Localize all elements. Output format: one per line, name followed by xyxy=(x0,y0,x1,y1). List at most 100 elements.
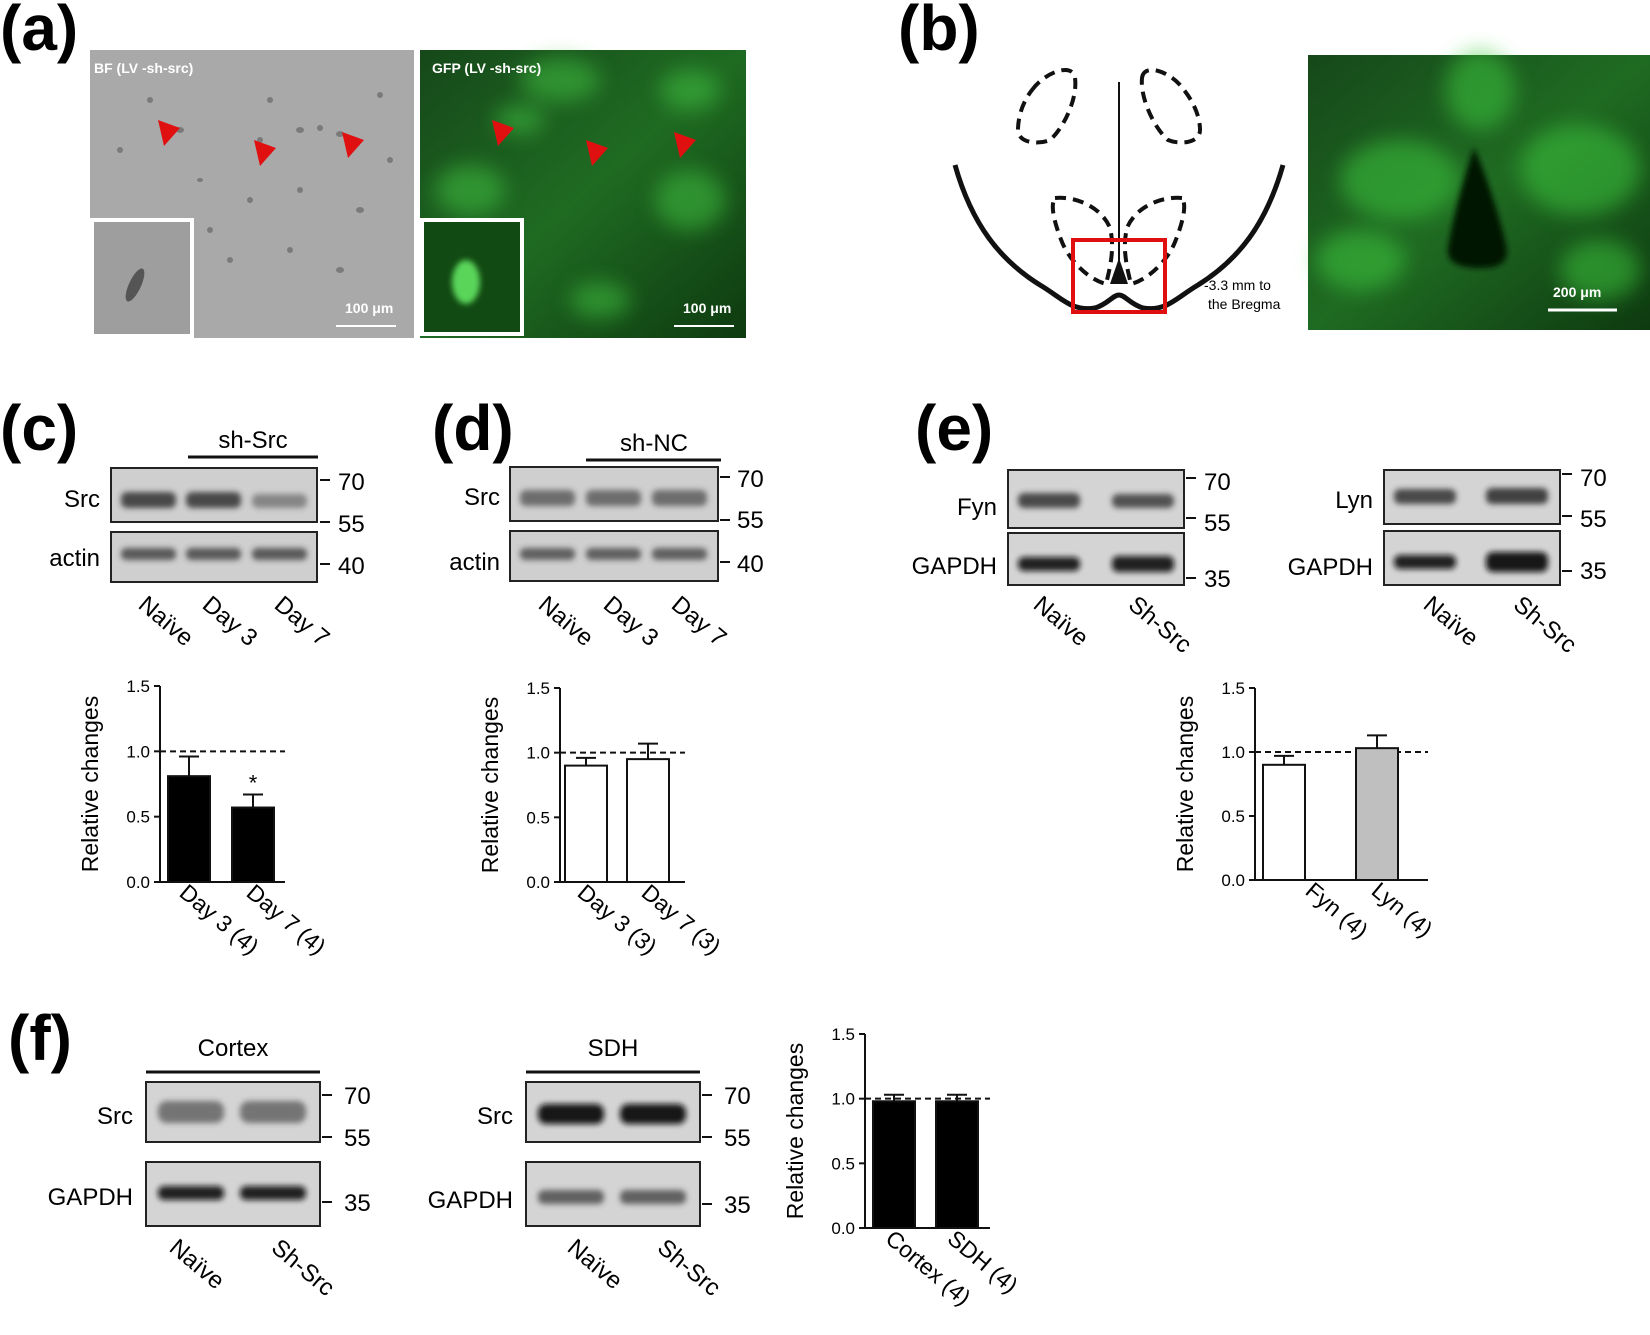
blot-e-left: Fyn GAPDH 70 55 35 Naïve Sh-Src xyxy=(912,469,1231,659)
y-tick-label: 0.5 xyxy=(126,808,150,827)
y-tick-label: 0.0 xyxy=(831,1219,855,1238)
mw-55: 55 xyxy=(1204,510,1231,537)
arrowhead-icon xyxy=(158,120,180,146)
header-sh-src: sh-Src xyxy=(218,427,287,454)
lane-naive: Naïve xyxy=(164,1234,229,1295)
mw-35: 35 xyxy=(724,1192,751,1219)
gfp-label: GFP (LV -sh-src) xyxy=(432,60,541,76)
brightfield-micrograph: BF (LV -sh-src) 100 μm xyxy=(90,50,414,338)
blot-e-right: Lyn GAPDH 70 55 35 Naïve Sh-Src xyxy=(1288,465,1607,659)
row-gapdh: GAPDH xyxy=(428,1187,513,1214)
mw-35: 35 xyxy=(1580,558,1607,585)
mw-70: 70 xyxy=(1204,469,1231,496)
panel-a-label: (a) xyxy=(0,0,78,64)
lane-naive: Naïve xyxy=(533,591,598,652)
panel-c-label: (c) xyxy=(0,392,78,464)
bar xyxy=(167,775,211,883)
mw-40: 40 xyxy=(737,551,764,578)
header-sdh: SDH xyxy=(588,1035,639,1062)
brain-section-schematic xyxy=(952,68,1286,314)
lane-naive: Naïve xyxy=(562,1234,627,1295)
y-axis-label: Relative changes xyxy=(782,1043,808,1219)
x-tick-label: Lyn (4) xyxy=(1367,877,1438,942)
row-lyn: Lyn xyxy=(1335,487,1373,514)
y-axis-label: Relative changes xyxy=(477,697,503,873)
y-tick-label: 0.0 xyxy=(526,873,550,892)
y-tick-label: 1.0 xyxy=(831,1090,855,1109)
x-tick-label: Fyn (4) xyxy=(1301,877,1374,944)
bf-scale-text: 100 μm xyxy=(345,300,393,316)
mw-55: 55 xyxy=(1580,506,1607,533)
arrowhead-icon xyxy=(254,140,276,166)
bar xyxy=(1262,763,1306,881)
bar xyxy=(935,1100,979,1229)
mw-55: 55 xyxy=(737,507,764,534)
bar xyxy=(872,1100,916,1229)
gfp-micrograph: GFP (LV -sh-src) 100 μm xyxy=(420,50,746,338)
lane-naive: Naïve xyxy=(1418,591,1483,652)
lane-day3: Day 3 xyxy=(197,591,262,652)
row-gapdh: GAPDH xyxy=(912,553,997,580)
mw-35: 35 xyxy=(344,1190,371,1217)
panel-f-label: (f) xyxy=(8,1002,72,1074)
y-axis-label: Relative changes xyxy=(77,696,103,872)
arrowhead-icon xyxy=(342,132,364,158)
row-src: Src xyxy=(464,484,500,511)
lane-sh-src: Sh-Src xyxy=(1123,591,1197,659)
lane-day7: Day 7 xyxy=(269,591,334,652)
bregma-line1: -3.3 mm to xyxy=(1204,277,1271,293)
blot-f-right: SDH Src GAPDH 70 55 35 Naïve Sh-Src xyxy=(428,1035,751,1302)
bar xyxy=(626,758,670,884)
bar xyxy=(231,806,275,884)
mw-35: 35 xyxy=(1204,566,1231,593)
row-fyn: Fyn xyxy=(957,494,997,521)
row-gapdh: GAPDH xyxy=(48,1184,133,1211)
bf-label: BF (LV -sh-src) xyxy=(94,60,193,76)
y-tick-label: 1.0 xyxy=(1221,743,1245,762)
y-tick-label: 1.5 xyxy=(1221,679,1245,698)
y-axis-label: Relative changes xyxy=(1172,696,1198,872)
significance-label: * xyxy=(249,770,258,795)
y-tick-label: 1.5 xyxy=(831,1025,855,1044)
region-box xyxy=(1071,238,1167,314)
mw-70: 70 xyxy=(344,1083,371,1110)
row-gapdh: GAPDH xyxy=(1288,554,1373,581)
y-tick-label: 0.5 xyxy=(831,1154,855,1173)
b-gfp-micrograph: 200 μm xyxy=(1308,50,1650,330)
mw-70: 70 xyxy=(1580,465,1607,492)
blot-c: sh-Src Src actin 70 55 40 Naïve Day 3 Da… xyxy=(49,427,364,652)
y-tick-label: 0.5 xyxy=(1221,807,1245,826)
row-actin: actin xyxy=(449,549,500,576)
blot-f-left: Cortex Src GAPDH 70 55 35 Naïve Sh-Src xyxy=(48,1035,371,1302)
lane-sh-src: Sh-Src xyxy=(652,1234,726,1302)
lane-day3: Day 3 xyxy=(598,591,663,652)
mw-40: 40 xyxy=(338,553,365,580)
mw-55: 55 xyxy=(724,1125,751,1152)
row-src: Src xyxy=(477,1103,513,1130)
gfp-scale-text: 100 μm xyxy=(683,300,731,316)
arrowhead-icon xyxy=(674,132,696,158)
b-scale-text: 200 μm xyxy=(1553,284,1601,300)
mw-70: 70 xyxy=(724,1083,751,1110)
header-sh-nc: sh-NC xyxy=(620,430,688,457)
bar xyxy=(564,764,608,883)
row-src: Src xyxy=(97,1103,133,1130)
mw-70: 70 xyxy=(737,466,764,493)
y-tick-label: 1.5 xyxy=(126,677,150,696)
lane-naive: Naïve xyxy=(1028,591,1093,652)
row-actin: actin xyxy=(49,545,100,572)
mw-55: 55 xyxy=(338,511,365,538)
lane-naive: Naïve xyxy=(133,591,198,652)
lane-sh-src: Sh-Src xyxy=(266,1234,340,1302)
row-src: Src xyxy=(64,486,100,513)
y-tick-label: 1.0 xyxy=(526,744,550,763)
y-tick-label: 0.0 xyxy=(126,873,150,892)
bar xyxy=(1355,747,1399,881)
arrowhead-icon xyxy=(492,120,514,146)
y-tick-label: 0.0 xyxy=(1221,871,1245,890)
panel-d-label: (d) xyxy=(432,392,514,464)
